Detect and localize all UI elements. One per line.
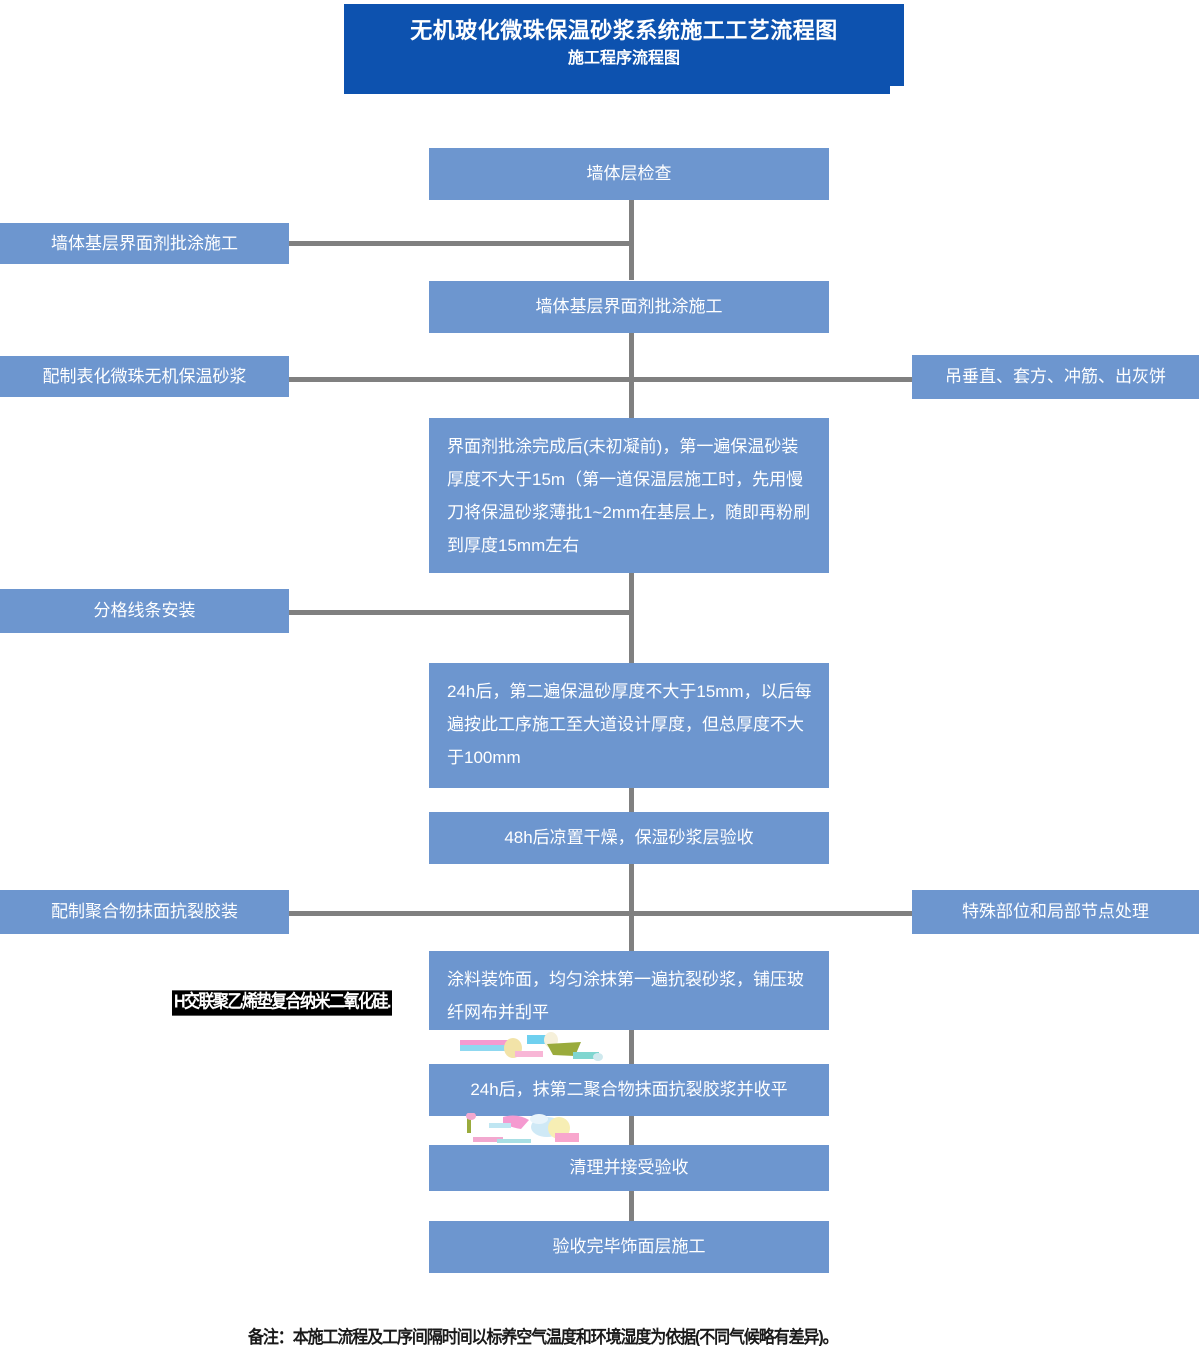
connector-v-3 — [629, 570, 634, 666]
branch-box-label: 配制表化微珠无机保温砂浆 — [42, 366, 247, 386]
flow-box-label: 清理并接受验收 — [569, 1158, 689, 1177]
connector-h-left-2 — [289, 377, 631, 382]
flow-box-cleanup-acceptance[interactable]: 清理并接受验收 — [429, 1145, 829, 1191]
page-title: 无机玻化微珠保温砂浆系统施工工艺流程图 — [410, 18, 838, 43]
connector-h-right-2 — [629, 911, 913, 916]
page-subtitle: 施工程序流程图 — [567, 50, 680, 67]
banner-notch-right — [890, 86, 904, 96]
flow-box-label: 24h后，第二遍保温砂厚度不大于15mm，以后每遍按此工序施工至大道设计厚度，但… — [447, 682, 812, 767]
branch-box-label: 特殊部位和局部节点处理 — [962, 902, 1149, 921]
connector-h-left-3 — [289, 610, 631, 615]
flow-box-label: 验收完毕饰面层施工 — [552, 1237, 706, 1256]
connector-h-left-4 — [289, 911, 631, 916]
flow-box-final-finish-layer[interactable]: 验收完毕饰面层施工 — [429, 1221, 829, 1273]
color-artifact-band-2 — [455, 1113, 610, 1145]
color-artifact-svg — [460, 1032, 603, 1061]
branch-box-left-mix-polymer-anticrack[interactable]: 配制聚合物抹面抗裂胶装 — [0, 890, 289, 934]
connector-v-8 — [629, 1188, 634, 1223]
branch-box-right-special-node-treatment[interactable]: 特殊部位和局部节点处理 — [912, 890, 1199, 934]
flow-box-label: 墙体基层界面剂批涂施工 — [535, 297, 723, 316]
flow-box-first-anticrack-mortar[interactable]: 涂料装饰面，均匀涂抹第一遍抗裂砂浆，铺压玻纤网布并刮平 — [429, 951, 829, 1030]
flow-box-interface-agent-coating[interactable]: 墙体基层界面剂批涂施工 — [429, 281, 829, 333]
flow-box-first-insulation-layer[interactable]: 界面剂批涂完成后(未初凝前)，第一遍保温砂装厚度不大于15m（第一道保温层施工时… — [429, 418, 829, 573]
branch-box-label: 墙体基层界面剂批涂施工 — [51, 233, 238, 253]
flow-box-second-insulation-layer[interactable]: 24h后，第二遍保温砂厚度不大于15mm，以后每遍按此工序施工至大道设计厚度，但… — [429, 663, 829, 788]
connector-v-7 — [629, 1113, 634, 1146]
branch-box-left-mix-insulation-mortar[interactable]: 配制表化微珠无机保温砂浆 — [0, 356, 289, 397]
branch-box-label: 吊垂直、套方、冲筋、出灰饼 — [945, 367, 1166, 386]
color-artifact-band-1 — [455, 1032, 605, 1064]
connector-v-2 — [629, 330, 634, 420]
connector-v-6 — [629, 1027, 634, 1065]
branch-box-left-grid-line-install[interactable]: 分格线条安装 — [0, 589, 289, 633]
flow-box-wall-inspection[interactable]: 墙体层检查 — [429, 148, 829, 200]
branch-box-label: 分格线条安装 — [93, 601, 196, 620]
footer-note: 备注：本施工流程及工序间隔时间以标养空气温度和环境湿度为依据(不同气候略有差异)… — [248, 1328, 839, 1346]
flow-box-dry-and-accept[interactable]: 48h后凉置干燥，保湿砂浆层验收 — [429, 812, 829, 864]
flow-box-second-anticrack-mortar[interactable]: 24h后，抹第二聚合物抹面抗裂胶浆并收平 — [429, 1064, 829, 1116]
flow-box-label: 界面剂批涂完成后(未初凝前)，第一遍保温砂装厚度不大于15m（第一道保温层施工时… — [447, 437, 811, 555]
flow-box-label: 24h后，抹第二聚合物抹面抗裂胶浆并收平 — [470, 1080, 788, 1099]
connector-v-5 — [629, 861, 634, 951]
overlay-artifact-text: H交联聚乙烯垫复合纳米二氧化硅. — [172, 990, 393, 1016]
flow-box-label: 48h后凉置干燥，保湿砂浆层验收 — [504, 828, 754, 847]
branch-box-label: 配制聚合物抹面抗裂胶装 — [51, 902, 238, 921]
flow-box-label: 墙体层检查 — [586, 164, 672, 183]
connector-h-right-1 — [629, 377, 913, 382]
branch-box-left-interface-agent[interactable]: 墙体基层界面剂批涂施工 — [0, 223, 289, 264]
color-artifact-svg — [466, 1113, 579, 1143]
connector-v-1 — [629, 198, 634, 280]
flow-box-label: 涂料装饰面，均匀涂抹第一遍抗裂砂浆，铺压玻纤网布并刮平 — [447, 970, 804, 1022]
connector-v-4 — [629, 785, 634, 813]
banner-notch-left — [344, 0, 362, 7]
title-banner: 无机玻化微珠保温砂浆系统施工工艺流程图 施工程序流程图 — [344, 4, 904, 94]
branch-box-right-vertical-squaring[interactable]: 吊垂直、套方、冲筋、出灰饼 — [912, 355, 1199, 399]
connector-h-left-1 — [289, 241, 631, 246]
